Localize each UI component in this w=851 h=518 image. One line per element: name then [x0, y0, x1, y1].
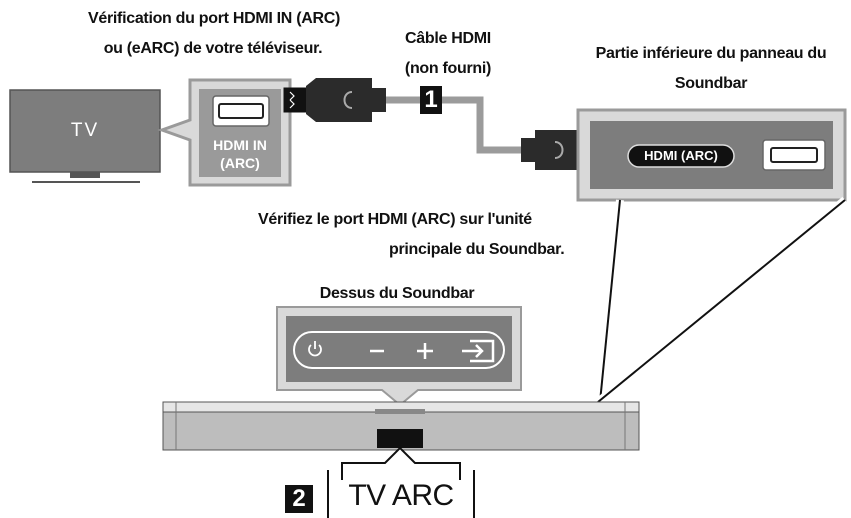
soundbar-top-panel	[276, 306, 522, 407]
verify-label-line2: principale du Soundbar.	[389, 241, 565, 258]
step-1-badge: 1	[420, 86, 442, 114]
panel-label-line1: Partie inférieure du panneau du	[595, 45, 827, 62]
tv-port-label-line1: HDMI IN	[213, 137, 267, 153]
soundbar-body	[162, 401, 640, 451]
volume-up-icon[interactable]	[417, 343, 433, 359]
tv-illustration	[9, 89, 161, 183]
top-panel-label: Dessus du Soundbar	[319, 285, 475, 302]
tv-port-label-line2: (ARC)	[220, 155, 260, 171]
cable-label-line2: (non fourni)	[404, 60, 492, 77]
display-text: TV ARC	[348, 479, 454, 512]
tv-port-callout	[157, 78, 292, 187]
step-2-badge: 2	[285, 485, 313, 513]
hdmi-cable	[386, 96, 525, 154]
power-icon[interactable]	[308, 341, 322, 357]
cable-label-line1: Câble HDMI	[405, 30, 491, 47]
tv-port-check-label-line2: ou (eARC) de votre téléviseur.	[103, 40, 323, 57]
verify-label-line1: Vérifiez le port HDMI (ARC) sur l'unité	[258, 211, 532, 228]
soundbar-port-label: HDMI (ARC)	[644, 148, 718, 163]
panel-label-line2: Soundbar	[674, 75, 748, 92]
tv-port-check-label-line1: Vérification du port HDMI IN (ARC)	[88, 10, 341, 27]
tv-label: TV	[70, 120, 100, 141]
source-input-icon[interactable]	[462, 339, 495, 363]
hdmi-plug-tv-side	[283, 78, 386, 122]
soundbar-panel-callout	[576, 108, 848, 406]
display-callout	[327, 446, 475, 518]
